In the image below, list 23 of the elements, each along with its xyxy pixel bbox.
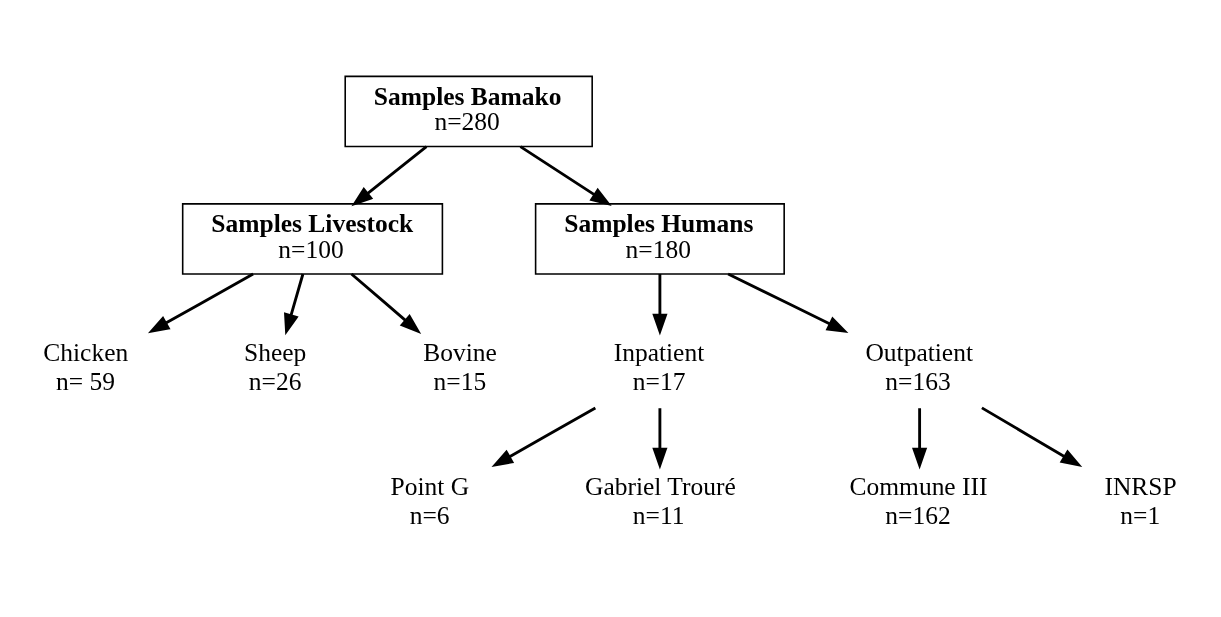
node-text: Bovine n=15 xyxy=(423,337,497,396)
arrow xyxy=(981,406,1083,467)
node-text: Chicken n= 59 xyxy=(43,337,129,396)
node-text: Gabriel Trouré n=11 xyxy=(585,471,736,530)
arrow xyxy=(519,144,612,206)
arrow xyxy=(351,145,428,206)
node-text: INRSP n=1 xyxy=(1104,471,1177,530)
node-text: Point G n=6 xyxy=(390,471,470,530)
node-box: Samples Humans n=180 xyxy=(534,202,785,275)
arrow xyxy=(912,407,928,469)
node-text: Commune III n=162 xyxy=(849,471,988,530)
arrow xyxy=(727,272,849,333)
arrow xyxy=(652,273,668,335)
arrow xyxy=(491,406,597,467)
node-text: Inpatient n=17 xyxy=(613,337,705,396)
arrow xyxy=(350,272,422,334)
node-text: Outpatient n=163 xyxy=(865,337,974,396)
node-box: Samples Bamako n=280 xyxy=(344,75,593,147)
arrow xyxy=(652,407,668,469)
arrow xyxy=(147,272,254,333)
node-box: Samples Livestock n=100 xyxy=(181,202,444,275)
node-text: Sheep n=26 xyxy=(244,337,307,396)
arrow xyxy=(284,273,305,335)
